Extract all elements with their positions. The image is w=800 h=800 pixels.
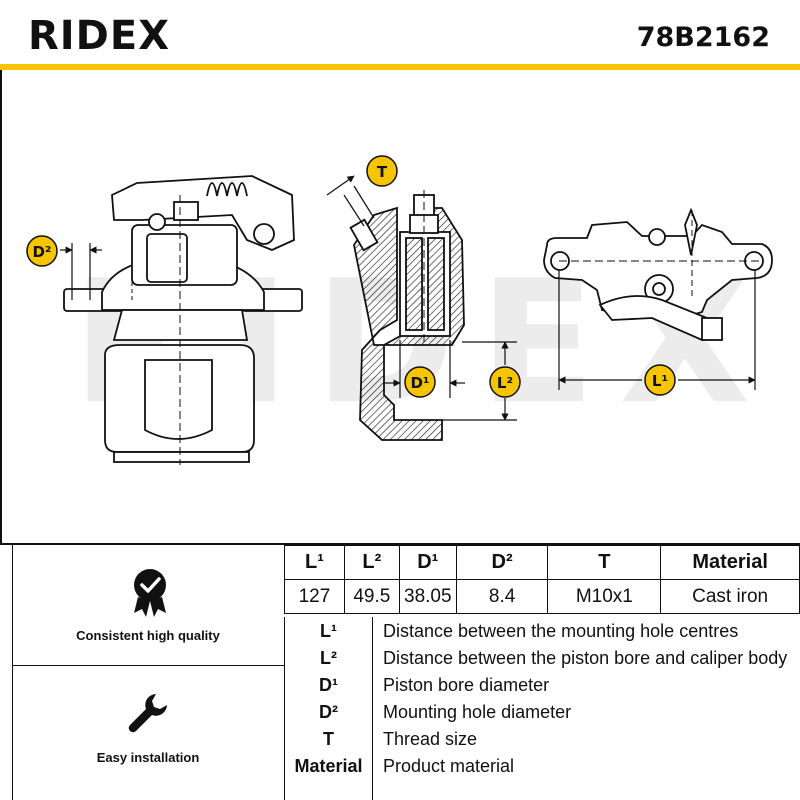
part-number: 78B2162 bbox=[636, 22, 770, 53]
spec-value-material: Cast iron bbox=[660, 579, 800, 614]
legend-key: L² bbox=[320, 648, 337, 668]
legend-desc: Piston bore diameter bbox=[383, 675, 550, 695]
d1-dimension bbox=[385, 340, 465, 398]
legend-key: D² bbox=[319, 702, 338, 722]
legend-row: D¹ Piston bore diameter bbox=[285, 675, 800, 701]
spec-value-l1: 127 bbox=[284, 579, 345, 614]
brand-logo: RIDEX bbox=[28, 13, 171, 59]
wrench-icon bbox=[128, 694, 167, 733]
legend-key: T bbox=[323, 729, 334, 749]
legend-key: L¹ bbox=[320, 621, 337, 641]
d2-label: D² bbox=[32, 243, 51, 261]
legend-row: L¹ Distance between the mounting hole ce… bbox=[285, 621, 800, 647]
dimension-legend: L¹ Distance between the mounting hole ce… bbox=[284, 617, 800, 800]
legend-key: D¹ bbox=[319, 675, 338, 695]
legend-row: T Thread size bbox=[285, 729, 800, 755]
legend-row: L² Distance between the piston bore and … bbox=[285, 648, 800, 674]
info-section: Consistent high quality Easy installatio… bbox=[0, 543, 800, 800]
spec-value-row: 127 49.5 38.05 8.4 M10x1 Cast iron bbox=[284, 579, 800, 614]
spec-header-l1: L¹ bbox=[284, 545, 345, 580]
quality-badge-icon bbox=[134, 569, 166, 617]
spec-header-l2: L² bbox=[343, 545, 400, 580]
l1-label: L¹ bbox=[652, 372, 668, 390]
feature-label-installation: Easy installation bbox=[96, 750, 200, 765]
spec-value-t: M10x1 bbox=[547, 579, 662, 614]
spec-header-d1: D¹ bbox=[398, 545, 457, 580]
spec-header-t: T bbox=[547, 545, 662, 580]
legend-desc: Mounting hole diameter bbox=[383, 702, 572, 722]
spec-header-d2: D² bbox=[455, 545, 549, 580]
accent-bar bbox=[0, 64, 800, 70]
technical-drawing: RIDEX bbox=[0, 70, 800, 543]
caliper-drawing: D² T D¹ bbox=[26, 155, 773, 465]
legend-separator bbox=[372, 617, 373, 800]
caliper-section-view bbox=[349, 190, 465, 441]
d1-label: D¹ bbox=[410, 374, 429, 392]
d1-marker bbox=[404, 366, 436, 398]
spec-value-d2: 8.4 bbox=[455, 579, 549, 614]
l2-marker bbox=[489, 366, 521, 398]
spec-table: L¹ L² D¹ D² T Material 127 49.5 38.05 8.… bbox=[284, 545, 800, 614]
t-label: T bbox=[377, 163, 388, 181]
feature-label-quality: Consistent high quality bbox=[76, 628, 220, 643]
l2-dimension bbox=[442, 341, 517, 421]
header: RIDEX 78B2162 bbox=[0, 0, 800, 70]
l1-dimension bbox=[558, 270, 756, 390]
l1-marker bbox=[644, 364, 676, 396]
caliper-front-view bbox=[63, 175, 303, 465]
d2-dimension bbox=[60, 243, 102, 300]
legend-desc: Distance between the mounting hole centr… bbox=[383, 621, 739, 641]
d2-marker bbox=[26, 235, 58, 267]
legend-row: D² Mounting hole diameter bbox=[285, 702, 800, 728]
feature-divider bbox=[12, 665, 284, 666]
caliper-rear-view bbox=[543, 207, 773, 341]
spec-header-material: Material bbox=[660, 545, 800, 580]
legend-row: Material Product material bbox=[285, 756, 800, 782]
t-marker bbox=[366, 155, 398, 187]
legend-desc: Distance between the piston bore and cal… bbox=[383, 648, 788, 668]
spec-value-l2: 49.5 bbox=[343, 579, 400, 614]
spec-value-d1: 38.05 bbox=[398, 579, 457, 614]
legend-desc: Thread size bbox=[383, 729, 478, 749]
feature-panel bbox=[12, 545, 284, 800]
legend-key: Material bbox=[294, 756, 363, 776]
l2-label: L² bbox=[497, 374, 513, 392]
spec-header-row: L¹ L² D¹ D² T Material bbox=[284, 545, 800, 580]
t-dimension bbox=[326, 175, 375, 227]
legend-desc: Product material bbox=[383, 756, 515, 776]
